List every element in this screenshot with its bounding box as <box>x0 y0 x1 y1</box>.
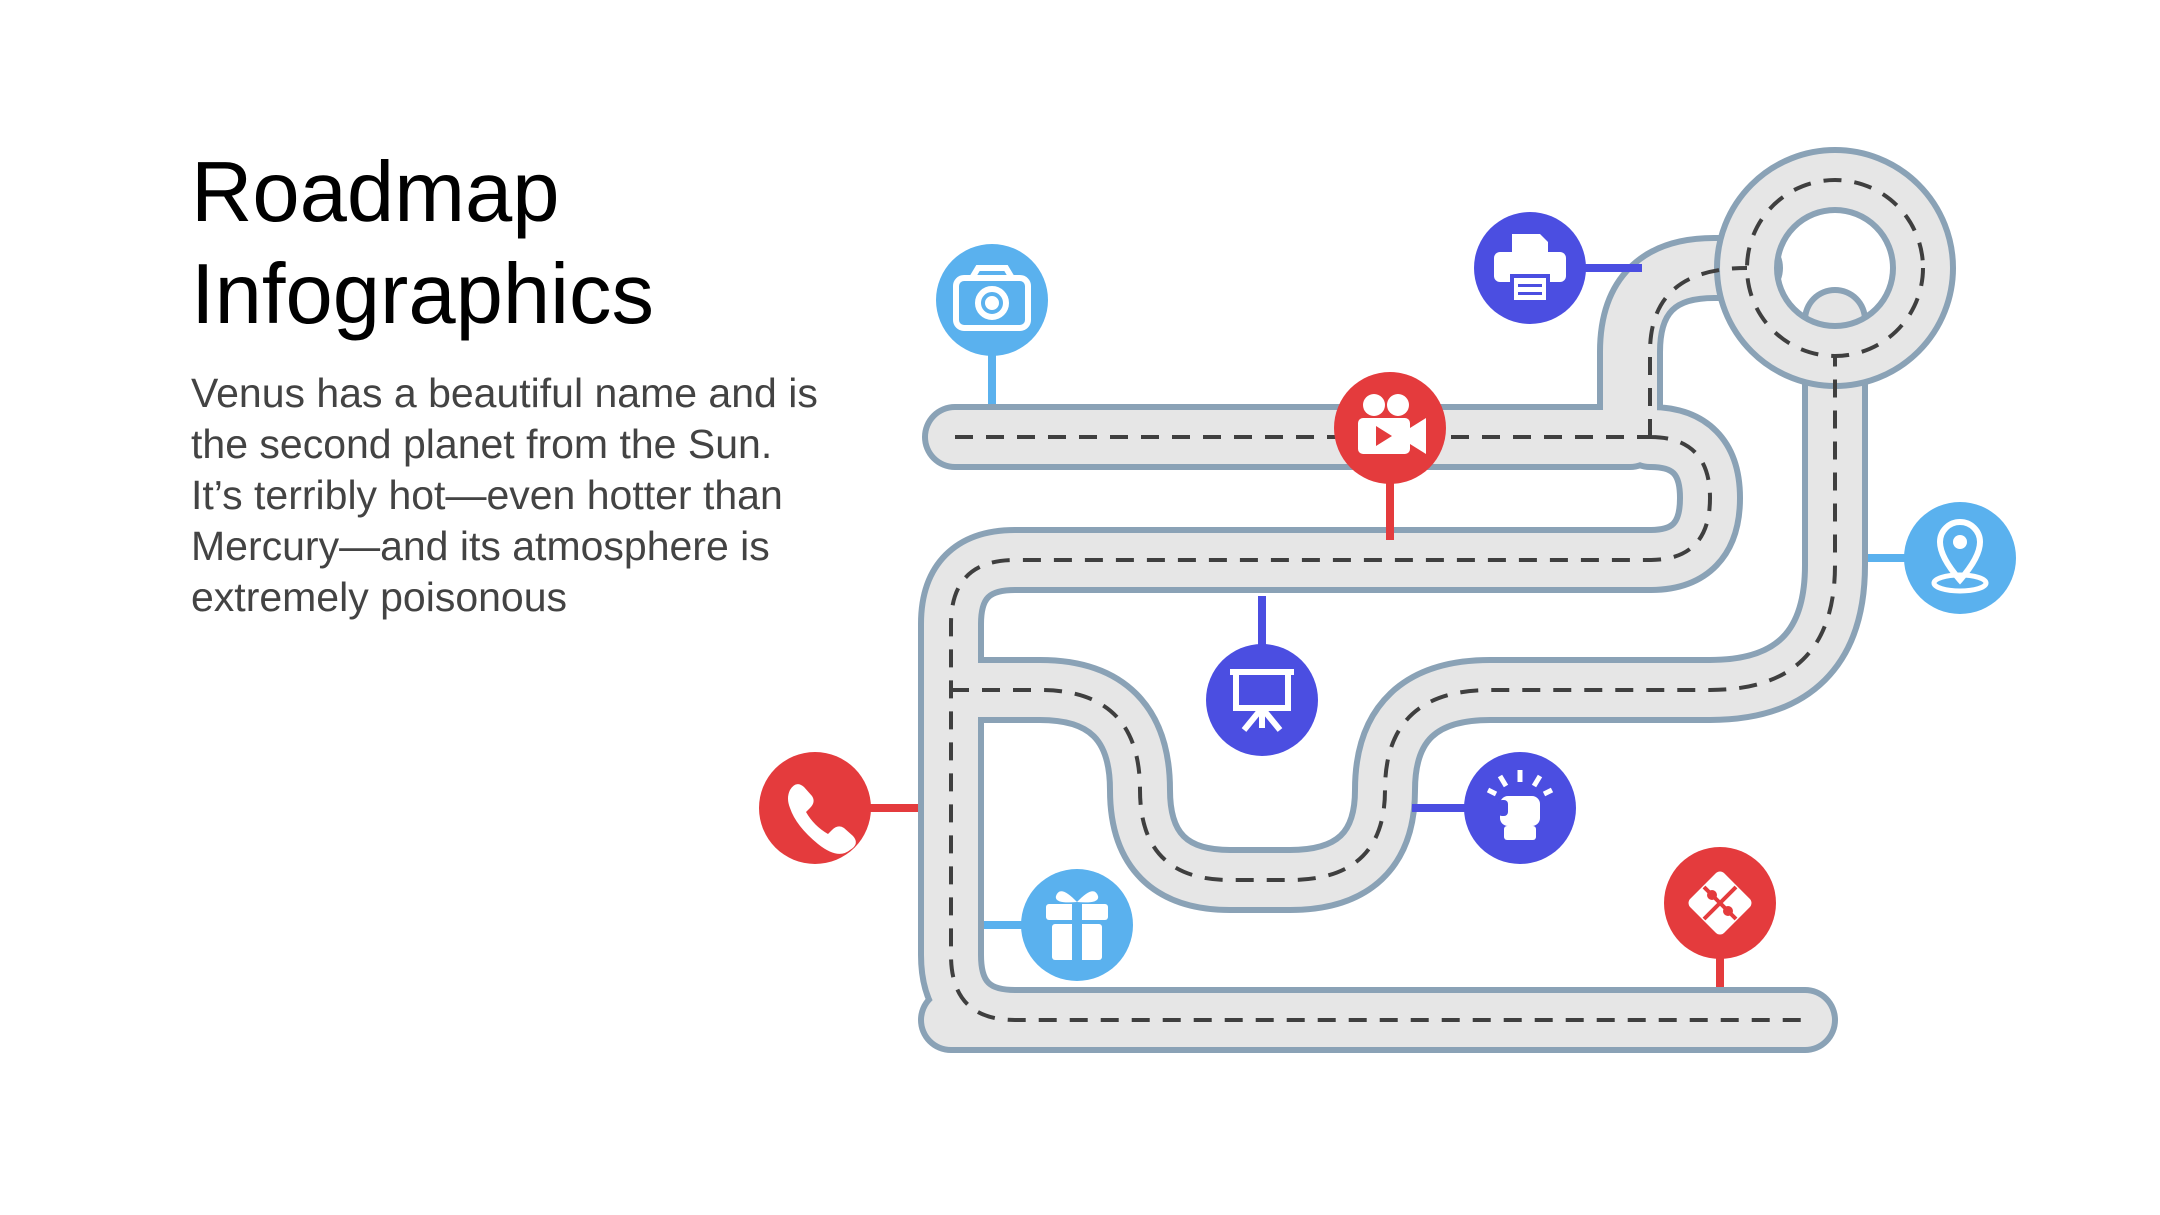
camera-icon <box>953 265 1031 331</box>
milestone-phone <box>759 752 871 864</box>
location-pin-icon <box>1931 519 1989 594</box>
printer-icon <box>1494 234 1566 304</box>
milestone-printer <box>1474 212 1586 324</box>
video-camera-icon <box>1358 394 1426 454</box>
milestone-presentation-board <box>1206 644 1318 756</box>
milestone-location-pin <box>1904 502 2016 614</box>
milestone-gift <box>1021 869 1133 981</box>
slide-title: Roadmap Infographics <box>191 145 655 342</box>
raised-fist-icon <box>1486 770 1554 840</box>
puzzle-icon <box>1688 871 1752 935</box>
slide-description: Venus has a beautiful name and is the se… <box>191 370 818 620</box>
gift-icon <box>1046 891 1108 960</box>
road-dashes <box>949 266 1837 1022</box>
presentation-board-icon <box>1230 669 1294 732</box>
roundabout-dashes <box>1745 178 1925 358</box>
road <box>918 147 1956 1053</box>
phone-icon <box>788 784 856 854</box>
milestone-puzzle <box>1664 847 1776 959</box>
road-surface <box>924 241 1862 1047</box>
milestone-camera <box>936 244 1048 356</box>
milestone-raised-fist <box>1464 752 1576 864</box>
milestone-video-camera <box>1334 372 1446 484</box>
